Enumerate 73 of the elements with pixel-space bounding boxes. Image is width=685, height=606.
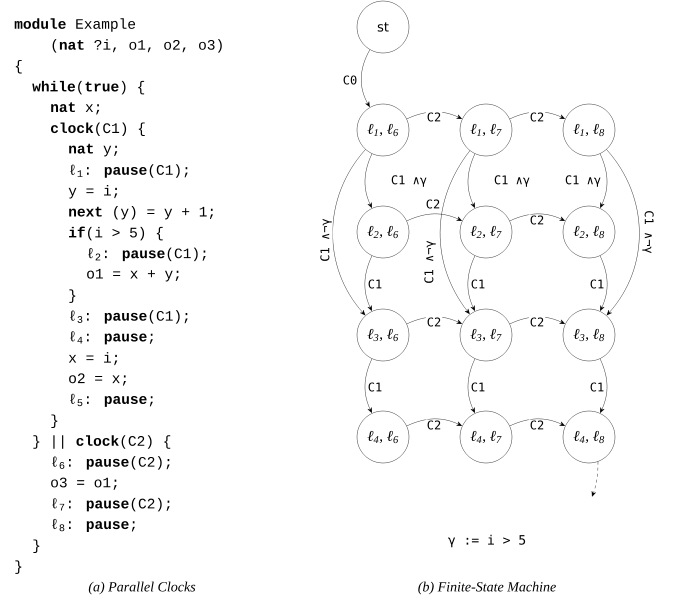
code-line: }	[15, 560, 22, 574]
edge-label: C1	[366, 381, 384, 393]
code-line: x = i;	[68, 352, 118, 366]
code-line: ℓ$_{6}$: pause(C2);	[52, 456, 170, 470]
edge-label: C1 ∧γ	[564, 174, 602, 188]
caption: (a) Parallel Clocks	[88, 582, 196, 594]
arrow	[406, 112, 462, 120]
code-line: ℓ$_{8}$: pause;	[52, 518, 135, 532]
edge-label: C1	[588, 381, 606, 393]
edge-label: C2	[528, 111, 546, 123]
edge-label: C2	[528, 214, 546, 226]
code-line: next (y) = y + 1;	[69, 206, 213, 220]
arrow	[440, 150, 470, 314]
arrow	[510, 112, 565, 120]
arrow	[600, 256, 608, 311]
code-line: module Example	[14, 18, 136, 32]
edge-label: C1 ∧¬γ	[319, 217, 333, 263]
code-line: }	[51, 414, 58, 428]
edge-label: C2	[528, 419, 546, 431]
code-line: y = i;	[68, 185, 118, 199]
arrow	[468, 256, 476, 311]
arrow	[468, 154, 476, 208]
arrow	[364, 154, 372, 208]
code-line: ℓ$_{4}$: pause;	[70, 331, 153, 344]
definition-text: γ := i > 5	[448, 534, 526, 548]
edge-label: C1	[470, 381, 486, 393]
edge-label: C2	[426, 316, 442, 328]
code-line: clock(C1) {	[50, 122, 145, 136]
edge-label: C1	[470, 278, 486, 290]
edge-label: C0	[342, 74, 358, 86]
code-line: o1 = x + y;	[87, 268, 179, 282]
edge-label: C1 ∧γ	[390, 174, 428, 188]
edge-label: C2	[424, 198, 442, 210]
caption: (b) Finite-State Machine	[418, 582, 556, 594]
edge-label: C2	[426, 419, 442, 431]
edge-label: C2	[426, 111, 442, 123]
code-line: ℓ$_{1}$: pause(C1);	[70, 164, 188, 178]
code-line: {	[16, 60, 22, 74]
code-line: nat x;	[51, 102, 100, 115]
code-line: while(true) {	[32, 80, 144, 94]
arrow	[364, 256, 372, 311]
edge-label: C2	[528, 316, 546, 328]
dashed-arrow	[592, 461, 598, 497]
arrow	[406, 418, 462, 426]
arrow	[406, 316, 462, 324]
arrow	[364, 358, 372, 413]
edge-label: C1 ∧¬γ	[641, 209, 655, 255]
arrow	[361, 50, 370, 108]
arrow	[600, 358, 608, 413]
code-line: ℓ$_{7}$: pause(C2);	[52, 498, 170, 512]
edge-label: C1	[588, 278, 606, 290]
arrow	[332, 149, 366, 316]
arrow	[510, 316, 565, 324]
code-line: }	[33, 539, 40, 553]
edge-label: C1	[366, 278, 384, 290]
code-line: nat y;	[69, 144, 118, 156]
code-line: ℓ$_{3}$: pause(C1);	[70, 310, 188, 324]
code-line: o2 = x;	[69, 373, 126, 386]
code-line: ℓ$_{5}$: pause;	[70, 394, 153, 407]
code-line: (nat ?i, o1, o2, o3)	[52, 39, 222, 53]
arrow	[468, 358, 476, 413]
arrow	[600, 154, 608, 208]
edge-label: C1 ∧γ	[492, 174, 532, 188]
edge-label: C1 ∧¬γ	[423, 239, 437, 285]
arrow	[406, 214, 462, 222]
code-line: o3 = o1;	[51, 478, 117, 490]
code-line: if(i > 5) {	[69, 226, 163, 240]
code-line: } || clock(C2) {	[33, 435, 170, 449]
code-line: ℓ$_{2}$: pause(C1);	[88, 248, 206, 262]
arrow	[510, 214, 565, 222]
code-line: }	[69, 289, 76, 303]
arrow	[606, 149, 640, 316]
arrow	[510, 418, 565, 426]
